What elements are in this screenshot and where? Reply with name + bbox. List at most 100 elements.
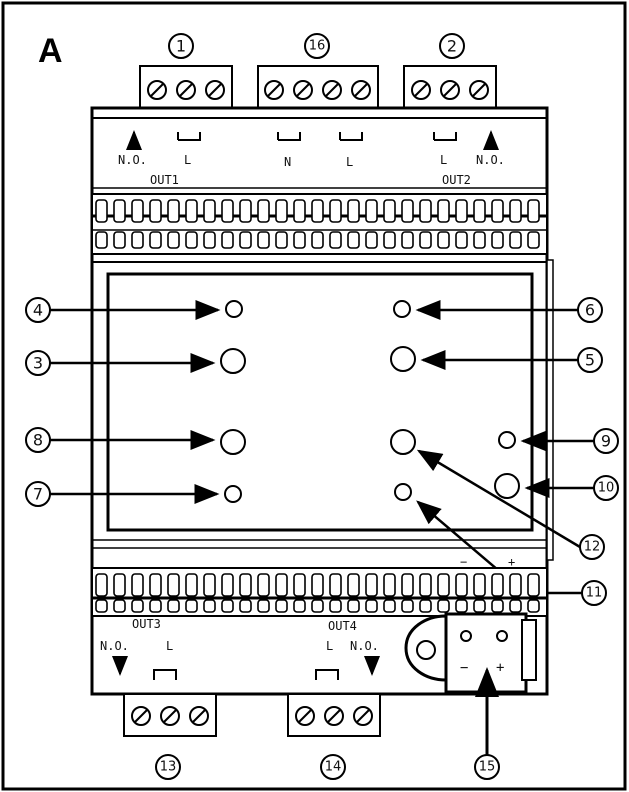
vent-rib [167, 231, 180, 249]
vent-rib [401, 573, 414, 597]
callout-4: 4 [25, 297, 221, 323]
vent-rib [491, 573, 504, 597]
vent-rib [149, 231, 162, 249]
screw-icon [469, 80, 489, 100]
vent-rib [491, 599, 504, 613]
vent-rib [365, 231, 378, 249]
led-9 [498, 431, 516, 449]
vent-rib [203, 599, 216, 613]
svg-text:N.O.: N.O. [476, 153, 505, 167]
vent-rib [221, 599, 234, 613]
screw-icon [324, 706, 344, 726]
vent-rib [275, 599, 288, 613]
vent-rib [203, 199, 216, 223]
vent-rib [473, 199, 486, 223]
arrow-diagonal-icon [416, 449, 581, 549]
relay-contact-icon [277, 132, 301, 141]
vent-rib [113, 231, 126, 249]
vent-rib [329, 573, 342, 597]
svg-text:2: 2 [447, 37, 457, 56]
svg-text:6: 6 [585, 301, 595, 320]
screw-icon [460, 630, 472, 642]
svg-text:N.O.: N.O. [100, 639, 129, 653]
callout-6: 6 [415, 297, 603, 323]
svg-text:N.O.: N.O. [118, 153, 147, 167]
callout-12: 12 [416, 449, 605, 560]
vent-rib [275, 573, 288, 597]
vent-rib [383, 599, 396, 613]
vent-rib [203, 573, 216, 597]
vent-rib [311, 599, 324, 613]
svg-text:L: L [346, 155, 353, 169]
callout-3: 3 [25, 350, 216, 376]
vent-rib [347, 573, 360, 597]
vent-rib [473, 231, 486, 249]
terminal-block-supply [257, 65, 379, 109]
svg-text:4: 4 [33, 301, 43, 320]
svg-text:L: L [326, 639, 333, 653]
vent-rib [167, 599, 180, 613]
screw-icon [496, 630, 508, 642]
vent-rib [401, 199, 414, 223]
svg-text:OUT1: OUT1 [150, 173, 179, 187]
vent-rib [185, 599, 198, 613]
vent-rib [347, 599, 360, 613]
vent-rib [509, 573, 522, 597]
vent-rib [527, 599, 540, 613]
svg-text:11: 11 [586, 586, 603, 601]
vent-rib [455, 573, 468, 597]
vent-rib [455, 231, 468, 249]
svg-text:12: 12 [584, 540, 601, 555]
front-panel [106, 272, 534, 532]
vent-rib [347, 231, 360, 249]
screw-icon [176, 80, 196, 100]
vent-rib [239, 599, 252, 613]
vent-rib [293, 599, 306, 613]
svg-text:16: 16 [309, 39, 326, 54]
screw-icon [205, 80, 225, 100]
screw-icon [147, 80, 167, 100]
vent-rib [527, 573, 540, 597]
vent-rib [509, 599, 522, 613]
vent-rib [131, 199, 144, 223]
callout-11: 11 [416, 500, 607, 606]
panel-letter: A [38, 32, 63, 70]
vent-rib [95, 599, 108, 613]
vent-rib [113, 573, 126, 597]
vent-rib [221, 573, 234, 597]
vent-rib [185, 573, 198, 597]
vent-rib [95, 199, 108, 223]
vent-rib [239, 573, 252, 597]
vent-rib [509, 231, 522, 249]
callout-15: 15 [474, 667, 500, 780]
vent-rib [257, 599, 270, 613]
terminal-block-out2 [403, 65, 497, 109]
vent-rib [419, 599, 432, 613]
vent-rib [401, 599, 414, 613]
screw-icon [189, 706, 209, 726]
vent-rib [113, 199, 126, 223]
vent-rib [527, 199, 540, 223]
vent-rib [401, 231, 414, 249]
vent-rib [365, 199, 378, 223]
bus-minus-label: − [460, 555, 467, 569]
svg-text:15: 15 [479, 760, 496, 775]
screw-icon [411, 80, 431, 100]
svg-text:L: L [184, 153, 191, 167]
vent-rib [221, 199, 234, 223]
screw-icon [264, 80, 284, 100]
terminal-block-out3 [123, 693, 217, 737]
vent-rib [419, 231, 432, 249]
relay-contact-icon [315, 669, 339, 680]
vent-rib [275, 199, 288, 223]
vent-rib [437, 199, 450, 223]
push-button-12 [390, 429, 416, 455]
vent-rib [347, 199, 360, 223]
svg-text:+: + [496, 660, 504, 676]
vent-rib [383, 231, 396, 249]
bottom-rib-strip [91, 567, 548, 617]
led-11 [394, 483, 412, 501]
vent-rib [131, 231, 144, 249]
vent-rib [311, 573, 324, 597]
screw-icon [351, 80, 371, 100]
